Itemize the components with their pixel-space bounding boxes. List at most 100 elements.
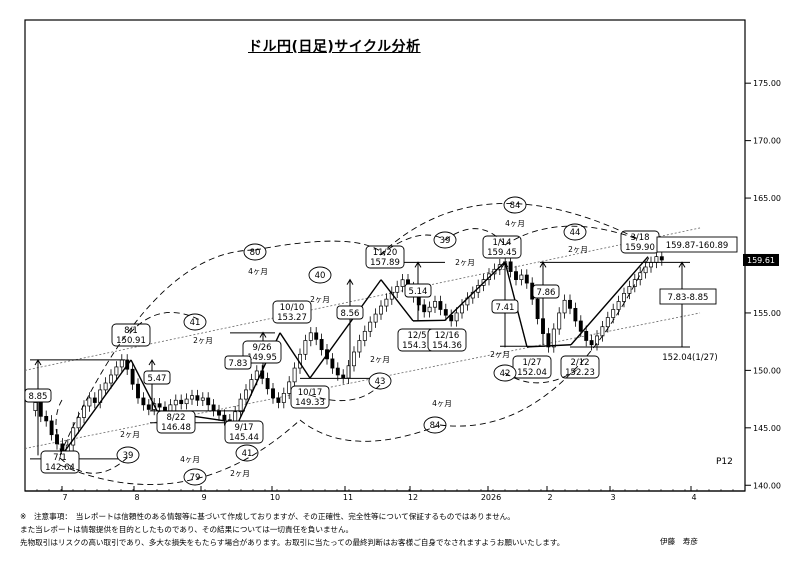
pivot-value-8: 154.31	[402, 341, 432, 351]
candle-body	[659, 256, 664, 261]
candle-body	[82, 405, 86, 418]
candle-body	[168, 404, 173, 412]
candle-body	[638, 272, 643, 280]
base-level-label: 152.04(1/27)	[662, 353, 717, 363]
candle-body	[384, 298, 389, 307]
pivot-value-12: 152.23	[565, 368, 595, 378]
x-tick-label-2: 9	[201, 493, 206, 502]
candle-body	[195, 395, 200, 401]
candle-body	[163, 406, 167, 412]
move-label-0: 8.85	[29, 392, 48, 402]
candle-body	[190, 395, 194, 400]
candle-body	[357, 340, 362, 353]
page-number: P12	[716, 457, 733, 467]
candle-body	[519, 274, 524, 280]
candle-body	[454, 312, 459, 322]
pivot-value-11: 152.04	[517, 368, 547, 378]
disclaimer-line-3: 先物取引はリスクの高い取引であり、多大な損失をもたらす場合があります。お取引に当…	[20, 538, 565, 547]
candle-body	[573, 307, 578, 322]
candle-body	[141, 397, 146, 406]
disclaimer: ※ 注意事項： 当レポートは信頼性のある情報等に基づいて作成しておりますが、その…	[20, 510, 564, 549]
current-price-label: 159.61	[747, 256, 775, 265]
move-box	[532, 284, 560, 299]
candle-body	[514, 271, 518, 280]
move-range-label: 7.83-8.85	[668, 293, 709, 303]
pivot-box	[156, 410, 196, 434]
candle-body	[362, 330, 367, 341]
pivot-date-6: 10/17	[298, 388, 323, 398]
cycle-arc	[309, 384, 381, 402]
candle-body	[443, 309, 448, 316]
cycle-line	[570, 256, 649, 346]
candle-body	[632, 279, 637, 287]
pivot-box	[482, 235, 522, 259]
pivot-box	[224, 420, 264, 444]
candle-body	[600, 326, 605, 337]
cycle-circle	[116, 446, 140, 464]
move-label-5: 7.41	[496, 303, 515, 313]
cycle-count-2: 80	[250, 248, 261, 258]
candle-body	[244, 389, 248, 400]
move-box	[24, 388, 52, 403]
candle-body	[319, 339, 324, 351]
author-name: 伊藤 寿彦	[660, 537, 698, 546]
candle-body	[584, 330, 589, 341]
x-tick-label-6: 2026	[481, 493, 501, 502]
candle-body	[109, 374, 113, 384]
candle-body	[38, 402, 43, 417]
candle-body	[524, 274, 529, 284]
cycle-count-6: 84	[510, 201, 521, 211]
pivot-date-9: 12/16	[435, 331, 460, 341]
pivot-box	[560, 355, 600, 379]
cycle-line	[309, 279, 382, 379]
arrow-head	[414, 261, 422, 268]
move-label-3: 8.56	[341, 309, 360, 319]
target-range-label: 159.87-160.89	[666, 241, 729, 251]
candle-body	[146, 404, 151, 410]
candle-body	[157, 403, 162, 408]
candle-body	[622, 293, 626, 302]
pivot-value-2: 146.48	[161, 423, 191, 433]
candle-body	[281, 393, 286, 403]
pivot-box	[272, 300, 312, 324]
cycle-arc	[504, 225, 641, 246]
pivot-value-6: 149.33	[295, 398, 325, 408]
cycle-arc	[59, 454, 131, 474]
cycle-arc	[379, 203, 641, 256]
period-label-6: 2ヶ月	[370, 355, 390, 364]
chart-title: ドル円(日足)サイクル分析	[248, 39, 421, 55]
period-label-5: 2ヶ月	[310, 295, 330, 304]
candle-body	[508, 261, 513, 272]
candle-body	[184, 398, 189, 405]
period-label-10: 4ヶ月	[505, 219, 525, 228]
pivot-value-7: 157.89	[370, 258, 400, 268]
pivot-box	[365, 245, 405, 269]
period-label-4: 2ヶ月	[193, 336, 213, 345]
candle-body	[276, 397, 281, 403]
x-tick-label-9: 4	[691, 493, 696, 502]
candle-body	[595, 335, 599, 346]
cycle-count-7: 44	[570, 228, 581, 238]
pivot-date-12: 2/12	[570, 358, 589, 368]
cycle-circle	[183, 313, 207, 331]
move-box	[336, 305, 364, 320]
candle-body	[200, 397, 205, 401]
move-box	[224, 355, 252, 370]
cycle-count-3: 40	[315, 271, 326, 281]
cycle-chart: 175.00170.00165.00155.00150.00145.00140.…	[24, 19, 781, 502]
x-tick-label-8: 3	[610, 493, 615, 502]
candle-body	[314, 332, 319, 340]
y-tick-label-4: 150.00	[753, 366, 781, 375]
period-label-3: 2ヶ月	[230, 469, 250, 478]
pivot-date-10: 1/14	[492, 238, 511, 248]
x-tick-label-3: 10	[270, 493, 280, 502]
arrow-head	[678, 261, 686, 268]
pivot-value-9: 154.36	[432, 341, 462, 351]
candle-body	[303, 340, 308, 355]
cycle-count-5: 39	[440, 236, 451, 246]
candle-body	[395, 286, 400, 293]
pivot-value-10: 159.45	[487, 248, 517, 258]
cycle-arc	[379, 234, 446, 256]
candle-body	[611, 309, 616, 318]
candle-body	[605, 317, 610, 328]
